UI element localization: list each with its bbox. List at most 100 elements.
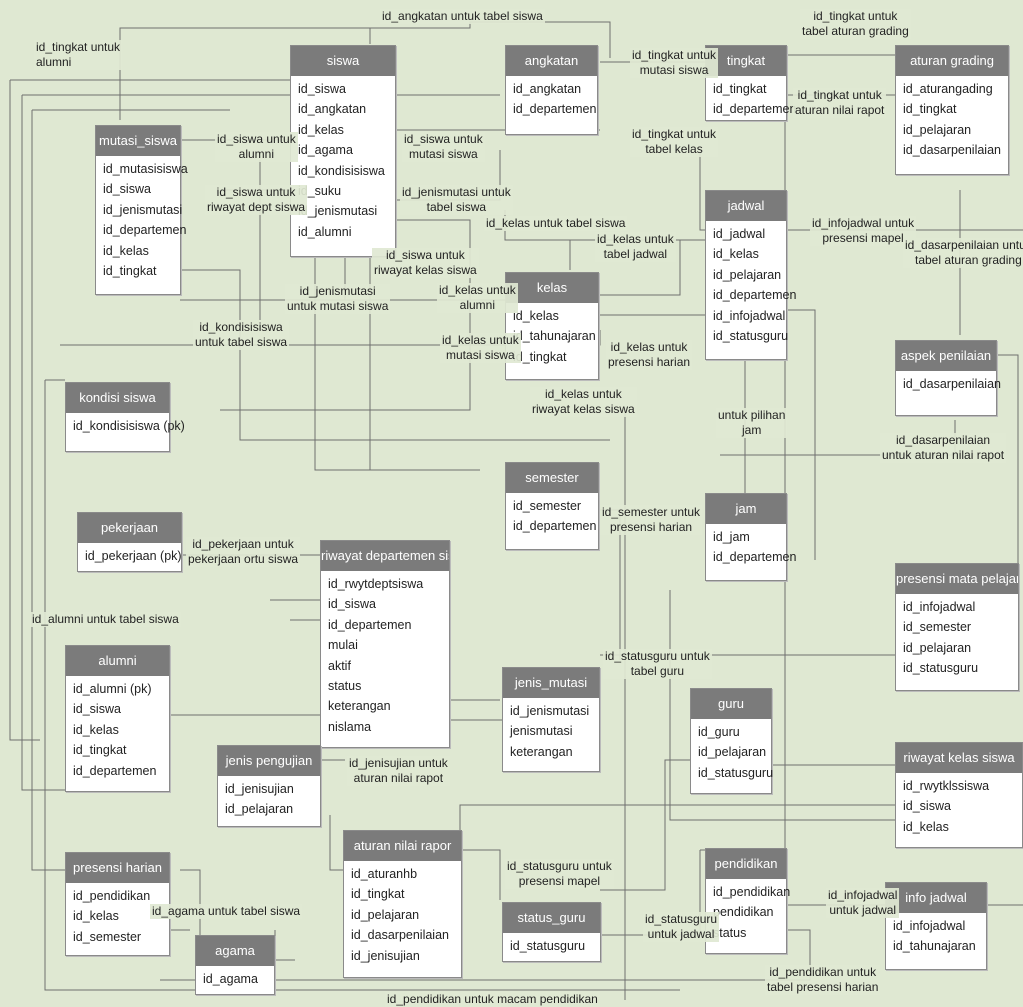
entity-field: id_siswa [73,702,121,717]
entity-title: aspek penilaian [896,341,996,371]
entity-field: id_statusguru [510,939,586,953]
entity-title: mutasi_siswa [96,126,180,156]
entity-field: id_aturanhb [351,867,418,881]
entity-field: id_kelas [713,247,759,262]
entity-field: id_tingkat [903,102,957,117]
entity-field: id_departemen [73,763,157,778]
entity-field: id_departemen [103,223,187,238]
entity-field: id_departemen [513,102,597,117]
entity-info-jadwal[interactable]: info jadwal id_infojadwal id_tahunajaran [885,882,987,970]
entity-field: id_jenisujian [225,782,294,796]
entity-title: tingkat [706,46,786,76]
entity-field: id_kondisisiswa [298,163,385,178]
entity-field: id_departemen [513,519,597,534]
entity-field: id_agama [203,972,258,986]
entity-title: aturan grading [896,46,1008,76]
entity-field: id_alumni (pk) [73,682,152,696]
relation-label: id_alumni untuk tabel siswa [30,612,181,627]
entity-title: kondisi siswa [66,383,169,413]
entity-field: id_infojadwal [903,600,976,614]
entity-field: nislama [328,719,372,734]
entity-field: id_agama [298,143,353,158]
entity-field: id_departemen [328,617,412,632]
entity-field: id_departemen [713,550,797,565]
entity-field: id_pendidikan [713,885,791,899]
entity-title: pendidikan [706,849,786,879]
entity-status-guru[interactable]: status_guru id_statusguru [502,902,601,962]
entity-field: pendidikan [713,905,774,920]
entity-field: id_dasarpenilaian [351,928,449,943]
entity-title: semester [506,463,598,493]
entity-field: id_angkatan [513,82,582,96]
entity-field: id_tingkat [713,82,767,96]
entity-field: id_tingkat [73,743,127,758]
entity-field: id_pekerjaan (pk) [85,549,182,563]
entity-presensi-mata-pelajaran[interactable]: presensi mata pelajaran id_infojadwal id_… [895,563,1019,691]
entity-field: id_kelas [513,309,559,323]
relation-label: id_angkatan untuk tabel siswa [380,9,545,24]
entity-field: id_statusguru [698,765,774,780]
entity-field: id_dasarpenilaian [903,377,1001,391]
entity-field: keterangan [510,744,573,759]
entity-field: id_tingkat [103,264,157,279]
entity-title: info jadwal [886,883,986,913]
entity-field: id_dasarpenilaian [903,143,1001,158]
entity-semester[interactable]: semester id_semester id_departemen [505,462,599,550]
entity-field: id_semester [903,620,972,635]
entity-field: id_pendidikan [73,889,151,903]
entity-title: aturan nilai rapor [344,831,461,861]
entity-field: aktif [328,658,351,673]
entity-title: status_guru [503,903,600,933]
entity-field: id_siswa [103,182,151,197]
entity-field: keterangan [328,699,391,714]
entity-field: id_alumni [298,224,352,239]
entity-title: presensi mata pelajaran [896,564,1018,594]
entity-field: id_kelas [103,243,149,258]
entity-pekerjaan[interactable]: pekerjaan id_pekerjaan (pk) [77,512,182,572]
entity-field: id_infojadwal [893,919,966,933]
entity-field: id_pelajaran [713,267,782,282]
entity-kondisi-siswa[interactable]: kondisi siswa id_kondisisiswa (pk) [65,382,185,452]
entity-field: id_rwytklssiswa [903,779,990,793]
entity-agama[interactable]: agama id_agama [195,935,275,995]
entity-aspek-penilaian[interactable]: aspek penilaian id_dasarpenilaian [895,340,1001,416]
entity-field: id_semester [513,499,582,513]
entity-field: status [713,925,747,940]
entity-field: id_tahunajaran [893,939,976,954]
entity-riwayat-departemen-siswa[interactable]: riwayat departemen siswa id_rwytdeptsisw… [320,540,450,748]
